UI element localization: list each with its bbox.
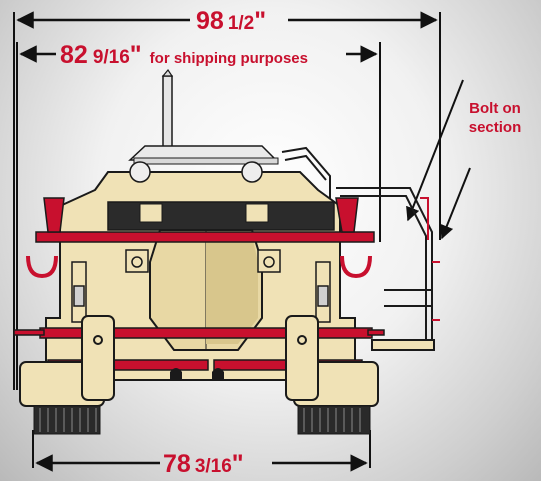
callout-leader-2: [440, 167, 471, 240]
shackles: [26, 255, 372, 279]
top-frame: [128, 145, 279, 165]
callout-leader-1: [406, 79, 464, 222]
tracks: [33, 405, 371, 435]
exhaust-pipe: [161, 68, 174, 151]
bolt-on-section: [281, 146, 440, 351]
stabilizer-pads: [19, 315, 379, 407]
callout-line-2: section: [469, 119, 522, 136]
bottom-arches: [170, 368, 224, 380]
callout-line-1: Bolt on: [469, 100, 521, 117]
hydraulic-cylinders: [71, 261, 331, 323]
